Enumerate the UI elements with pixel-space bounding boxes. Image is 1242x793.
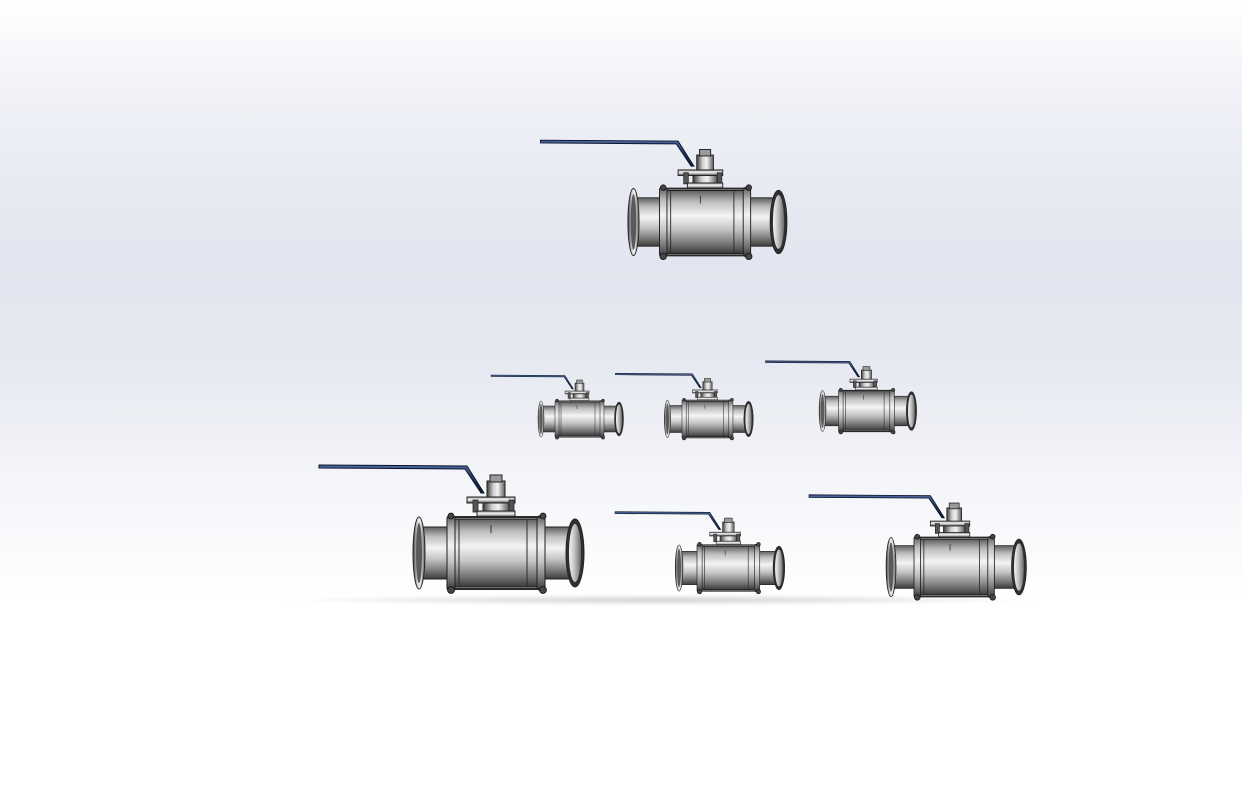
ground-shadow — [280, 594, 1040, 606]
valve-bottom-center[interactable] — [614, 511, 786, 595]
valve-middle-right[interactable] — [764, 360, 918, 435]
valve-bottom-right[interactable] — [808, 494, 1028, 602]
valve-middle-center[interactable] — [614, 372, 754, 441]
valve-bottom-left[interactable] — [318, 464, 585, 595]
valve-top[interactable] — [539, 139, 788, 261]
valve-middle-left[interactable] — [490, 374, 624, 440]
